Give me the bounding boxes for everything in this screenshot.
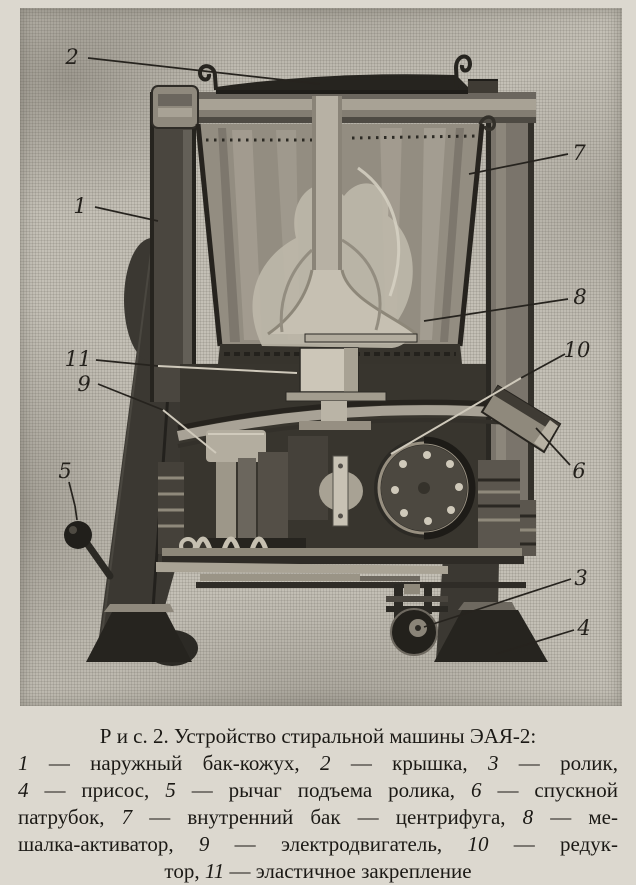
caption-text: — ролик, <box>498 751 618 775</box>
callout-layer: 1 2 3 4 5 6 7 8 9 10 11 <box>58 45 591 655</box>
caption-text: — рычаг подъема ролика, <box>175 778 472 802</box>
callout-label-3: 3 <box>574 566 587 590</box>
callout-leader-line <box>162 409 217 454</box>
callout-label-2: 2 <box>64 45 78 69</box>
callout-leader-line <box>157 365 298 374</box>
caption-text: 4 <box>18 778 29 802</box>
caption-text: 10 <box>467 832 489 856</box>
rim-curl <box>477 115 496 133</box>
callout-leader-line <box>74 505 78 521</box>
callout-leader-line <box>520 353 566 379</box>
callout-label-7: 7 <box>572 141 586 165</box>
caption-line: 4 — присос, 5 — рычаг подъема ролика, 6 … <box>18 777 618 804</box>
caption-text: — эластичное закрепление <box>224 859 472 883</box>
drain-spout <box>480 384 562 454</box>
callout-label-5: 5 <box>58 459 71 483</box>
figure-illustration: 1 2 3 4 5 6 7 8 9 10 11 <box>58 45 591 666</box>
callout-leader-line <box>97 383 164 411</box>
caption-text: 1 <box>18 751 29 775</box>
callout-leader-line <box>95 359 159 367</box>
lift-lever <box>64 521 114 580</box>
callout-label-9: 9 <box>77 372 90 396</box>
caption-text: 11 <box>204 859 225 883</box>
caption-text: 6 <box>471 778 482 802</box>
electric-motor <box>206 430 328 548</box>
caption-text: — электродвигатель, <box>209 832 468 856</box>
caption-text: 9 <box>198 832 210 856</box>
caption-text: — крышка, <box>330 751 488 775</box>
caption-text: — наружный бак-кожух, <box>28 751 320 775</box>
lid <box>197 54 498 94</box>
caption-text: 5 <box>165 778 176 802</box>
caption-line: патрубок, 7 — внутренний бак — центрифуг… <box>18 804 618 831</box>
callout-leader-line <box>390 377 522 455</box>
figure-caption: Р и с. 2. Устройство стиральной машины Э… <box>18 723 618 885</box>
caption-text: 7 <box>121 805 133 829</box>
caption-line: шалка-активатор, 9 — электродвигатель, 1… <box>18 831 618 858</box>
callout-leader-line <box>94 206 159 222</box>
caption-line: 1 — наружный бак-кожух, 2 — крышка, 3 — … <box>18 750 618 777</box>
lid-hook-right <box>453 54 473 89</box>
roller-assembly <box>386 584 448 656</box>
callout-leader-line <box>423 578 572 628</box>
lid-hook-left <box>197 64 218 91</box>
caption-text: шалка-активатор, <box>18 832 199 856</box>
callout-leader-line <box>468 153 569 175</box>
callout-label-4: 4 <box>576 616 590 640</box>
top-rim <box>151 85 536 133</box>
callout-leader-line <box>68 481 76 507</box>
agitator <box>267 96 417 336</box>
caption-text: — ме- <box>533 805 618 829</box>
callout-label-6: 6 <box>572 459 585 483</box>
callout-leader-line <box>535 427 571 466</box>
center-bracket <box>319 455 363 527</box>
callout-label-8: 8 <box>573 285 586 309</box>
caption-text: — спускной <box>481 778 618 802</box>
caption-text: патрубок, <box>18 805 122 829</box>
callout-leader-line <box>423 298 569 322</box>
caption-text: 2 <box>320 751 331 775</box>
left-foot <box>86 604 192 662</box>
compartment-right-stripes <box>478 460 520 556</box>
caption-text: — внутренний бак — центрифуга, <box>132 805 523 829</box>
caption-text: Р и с. 2. Устройство стиральной машины Э… <box>99 724 537 748</box>
caption-line: тор, 11 — эластичное закрепление <box>18 858 618 885</box>
callout-label-11: 11 <box>65 347 92 371</box>
base-rails <box>156 548 526 588</box>
callout-label-1: 1 <box>73 194 86 218</box>
callout-leader-line <box>495 629 575 655</box>
caption-text: — присос, <box>28 778 166 802</box>
caption-text: тор, <box>164 859 205 883</box>
callout-label-10: 10 <box>564 338 591 362</box>
caption-text: — редук- <box>488 832 618 856</box>
elastic-mount <box>285 333 418 430</box>
caption-text: 3 <box>487 751 499 775</box>
reducer <box>374 436 476 540</box>
caption-line: Р и с. 2. Устройство стиральной машины Э… <box>18 723 618 750</box>
caption-text: 8 <box>522 805 534 829</box>
callout-leader-line <box>87 57 321 85</box>
